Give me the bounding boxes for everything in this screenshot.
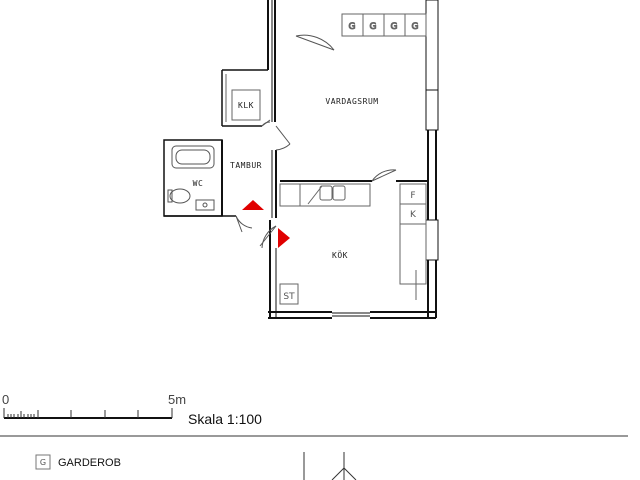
legend-symbol: G: [40, 458, 46, 467]
wardrobe-label: G: [349, 22, 356, 32]
kitchen-counter: [279, 183, 427, 305]
north-arrow-icon: [303, 452, 357, 480]
room-label-tambur: TAMBUR: [230, 161, 262, 170]
walls: [163, 0, 439, 319]
wc-fixtures: [167, 145, 215, 211]
klk-closet: [225, 74, 261, 122]
entrance-marker-icon: [278, 228, 290, 248]
freezer-label: K: [410, 210, 417, 220]
scale-label: Skala 1:100: [188, 411, 262, 427]
entrance-marker-icon: [242, 200, 264, 210]
room-label-vardagsrum: VARDAGSRUM: [325, 97, 378, 106]
doors: [235, 34, 397, 249]
scale-start: 0: [2, 392, 9, 407]
scale-end: 5m: [168, 392, 186, 407]
store-label: ST: [283, 292, 295, 302]
wardrobe-label: G: [412, 22, 419, 32]
fridge-label: F: [410, 191, 415, 201]
wardrobe-row: G G G G: [341, 13, 427, 37]
legend-symbol-box: [35, 454, 51, 470]
legend-text: GARDEROB: [58, 457, 121, 469]
room-label-wc: WC: [193, 179, 204, 188]
wardrobe-label: G: [370, 22, 377, 32]
scale-bar: 0 5m Skala 1:100: [2, 392, 262, 427]
legend: G GARDEROB: [35, 454, 121, 470]
room-label-kok: KÖK: [332, 250, 348, 260]
room-label-klk: KLK: [238, 101, 254, 110]
wardrobe-label: G: [391, 22, 398, 32]
